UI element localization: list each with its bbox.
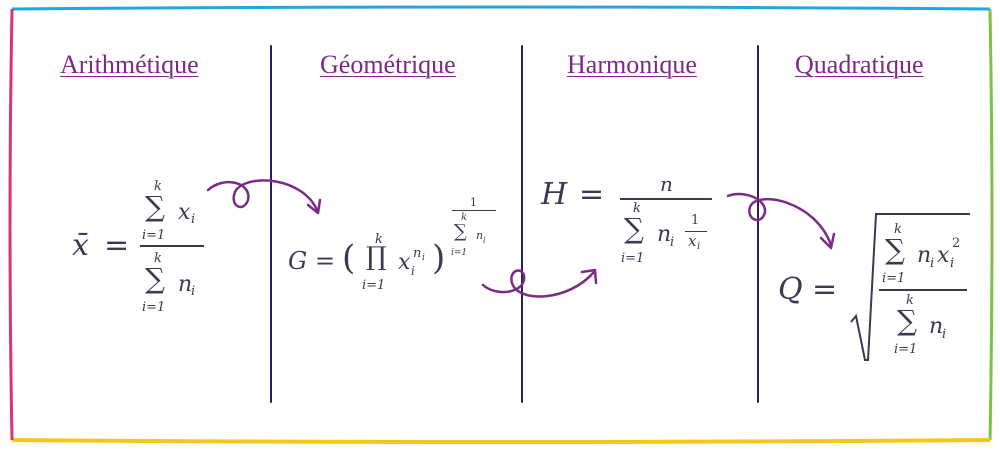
divider-3 xyxy=(757,45,759,403)
frame-right-edge xyxy=(988,8,994,441)
curly-arrow-2 xyxy=(481,268,598,298)
harm-sum-sigma: ∑ xyxy=(624,212,644,245)
quad-den-term: n xyxy=(929,314,944,339)
geo-exp-sum-top: k xyxy=(461,212,468,223)
quad-den-sum-bottom: i=1 xyxy=(894,342,918,357)
geo-paren-left: ( xyxy=(342,238,356,278)
curly-arrow-1 xyxy=(206,179,322,215)
harm-lhs: H xyxy=(541,177,568,212)
quad-num-sum-top: k xyxy=(894,222,902,237)
arith-den-sum-sigma: ∑ xyxy=(145,262,165,295)
harm-sum-top: k xyxy=(633,201,641,216)
geo-exp-sum-sigma: ∑ xyxy=(454,221,467,242)
harm-frac-den: x xyxy=(688,232,697,250)
quad-num-term2-sub: i xyxy=(950,256,955,271)
heading-arithmetic[interactable]: Arithmétique xyxy=(60,50,199,79)
harm-frac-num: 1 xyxy=(691,213,700,228)
quad-num-term-sub: i xyxy=(930,256,935,271)
arith-num-term-sub: i xyxy=(191,212,196,227)
quad-num-sum-bottom: i=1 xyxy=(882,271,906,286)
arith-den-term: n xyxy=(178,272,193,297)
geo-exp-bar xyxy=(452,210,496,211)
quad-den-sum-top: k xyxy=(906,293,914,308)
geo-paren-right: ) xyxy=(432,238,446,278)
geo-lhs: G xyxy=(288,247,308,275)
geo-prod-top: k xyxy=(375,232,383,247)
quad-radical xyxy=(850,213,970,361)
harm-term: n xyxy=(657,222,672,247)
heading-geometric[interactable]: Géométrique xyxy=(320,50,456,79)
quad-num-term2-sup: 2 xyxy=(952,236,961,251)
quad-num-sum-sigma: ∑ xyxy=(885,233,905,266)
harm-small-frac-bar xyxy=(685,231,707,232)
arith-den-term-sub: i xyxy=(191,284,196,299)
heading-quadratic[interactable]: Quadratique xyxy=(795,50,924,79)
geo-exp-sum-bottom: i=1 xyxy=(451,248,468,258)
arith-lhs: x̄ xyxy=(72,228,89,263)
arith-num-sum-top: k xyxy=(154,179,162,194)
curly-arrow-3 xyxy=(726,192,836,250)
geo-prod-symbol: ∏ xyxy=(366,242,387,272)
arith-den-sum-top: k xyxy=(154,251,162,266)
arith-fraction-bar xyxy=(140,245,204,247)
heading-harmonic[interactable]: Harmonique xyxy=(567,50,697,79)
geo-equals: = xyxy=(315,247,336,275)
harm-numerator: n xyxy=(660,172,673,196)
geo-term-sup-sub: i xyxy=(422,253,425,263)
divider-1 xyxy=(270,45,272,403)
geo-exp-term: n xyxy=(476,229,484,242)
quad-den-term-sub: i xyxy=(942,327,947,342)
quad-num-term: n xyxy=(917,243,932,268)
quad-fraction-bar xyxy=(879,289,967,291)
quad-lhs: Q xyxy=(778,272,803,307)
frame-top-edge xyxy=(11,5,991,11)
harm-sum-bottom: i=1 xyxy=(621,251,645,266)
frame-bottom-edge xyxy=(11,438,991,444)
arith-num-term: x xyxy=(178,200,191,225)
geo-exp-term-sub: i xyxy=(483,236,486,245)
geo-term-sup: n xyxy=(413,246,422,261)
frame-left-edge xyxy=(8,8,14,441)
harm-term-sub: i xyxy=(670,235,675,250)
harm-frac-den-sub: i xyxy=(697,241,701,252)
quad-den-sum-sigma: ∑ xyxy=(897,304,917,337)
harm-fraction-bar xyxy=(620,198,712,200)
divider-2 xyxy=(521,45,523,403)
geo-term: x xyxy=(398,250,411,275)
arith-den-sum-bottom: i=1 xyxy=(142,300,166,315)
quad-num-term2: x xyxy=(937,243,950,268)
geo-term-sub: i xyxy=(411,264,415,278)
harm-equals: = xyxy=(579,177,605,212)
geo-prod-bottom: i=1 xyxy=(362,278,386,293)
arith-num-sum-sigma: ∑ xyxy=(145,190,165,223)
quad-equals: = xyxy=(812,272,838,307)
arith-num-sum-bottom: i=1 xyxy=(142,228,166,243)
geo-exp-num: 1 xyxy=(470,196,477,209)
arith-equals: = xyxy=(104,228,130,263)
